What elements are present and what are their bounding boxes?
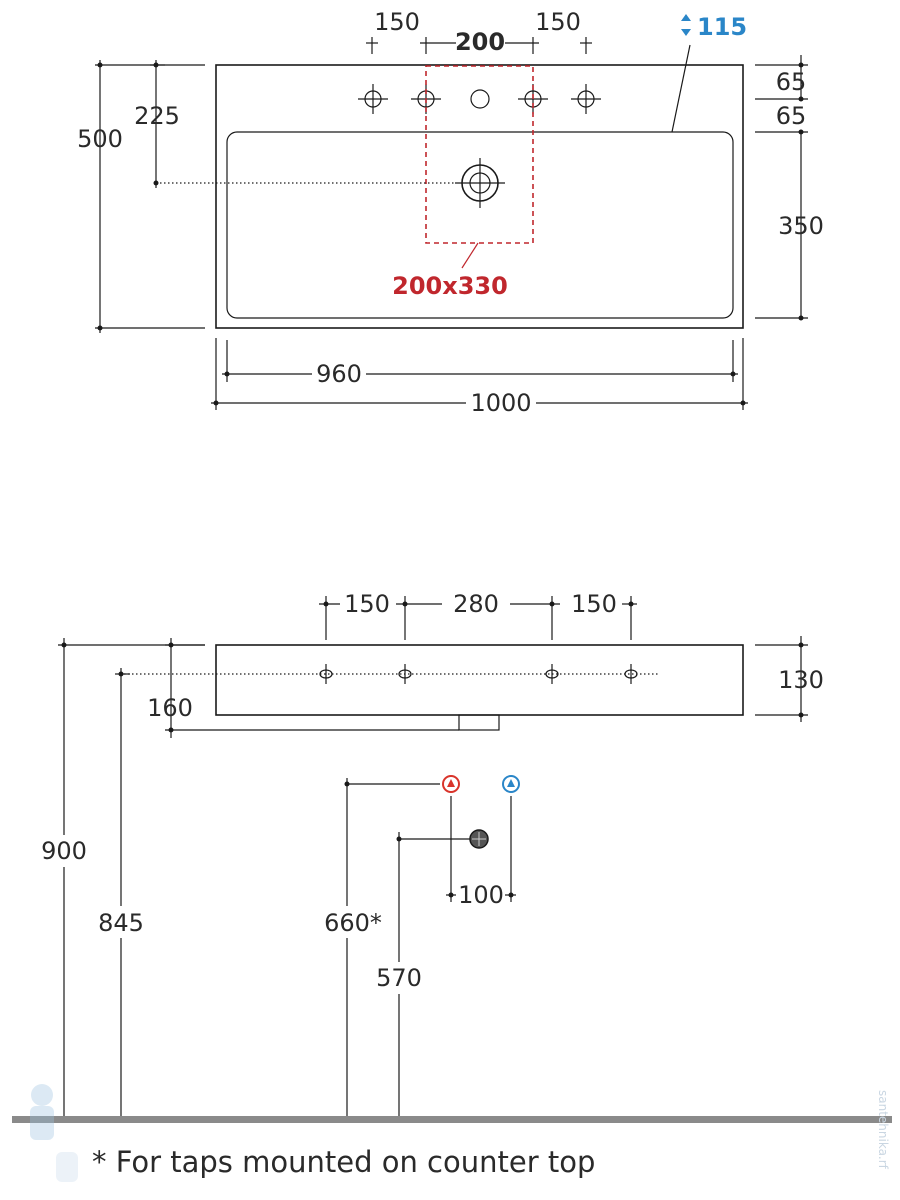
center-tap-hole <box>470 89 490 109</box>
supply-dimension-lines <box>346 778 512 1116</box>
drain <box>455 158 505 208</box>
footnote: * For taps mounted on counter top <box>92 1145 596 1179</box>
edge-offset-1: 65 <box>776 68 807 96</box>
top-spacing-right: 150 <box>535 8 581 36</box>
supply-spacing-label: 100 <box>458 881 504 909</box>
depth-leader <box>671 44 691 133</box>
drain-offset-label: 225 <box>134 102 180 130</box>
waste-height-label: 570 <box>376 964 422 992</box>
cutout-leader <box>461 242 479 269</box>
depth-indicator: 115 <box>697 13 747 41</box>
watermark: santehnika.rf <box>876 1090 890 1169</box>
bottom-dimension-lines <box>211 338 748 410</box>
depth-arrow-icon <box>681 14 691 36</box>
side-spacing-left: 150 <box>344 590 390 618</box>
supply-height-label: 660* <box>324 909 382 937</box>
bowl-depth-label: 350 <box>778 212 824 240</box>
cold-supply-icon <box>502 775 520 793</box>
drain-drop-dimension-lines <box>165 638 459 738</box>
inner-width-label: 960 <box>316 360 362 388</box>
height-dimension-lines <box>58 638 205 1116</box>
side-view: 150 280 150 130 160 900 845 <box>12 590 892 1123</box>
left-dimension-lines <box>95 60 205 333</box>
logo-mascot-icon <box>30 1084 78 1182</box>
top-hole-dimension-lines <box>366 37 592 54</box>
side-spacing-right: 150 <box>571 590 617 618</box>
total-depth-label: 500 <box>77 125 123 153</box>
hot-supply-icon <box>442 775 460 793</box>
bowl-outline <box>226 131 734 319</box>
thickness-label: 130 <box>778 666 824 694</box>
waste-outlet-icon <box>469 829 489 849</box>
top-view: 200x330 150 200 150 115 500 225 <box>77 8 824 417</box>
basin-side-outline <box>215 644 744 716</box>
tap-hole-4 <box>571 84 601 114</box>
drain-stub <box>458 714 500 731</box>
side-hole-marks <box>319 664 638 684</box>
total-width-label: 1000 <box>470 389 531 417</box>
edge-offset-2: 65 <box>776 102 807 130</box>
top-spacing-left: 150 <box>374 8 420 36</box>
rim-height-label: 845 <box>98 909 144 937</box>
top-spacing-center: 200 <box>455 28 505 56</box>
total-height-label: 900 <box>41 837 87 865</box>
tap-hole-1 <box>358 84 388 114</box>
cutout-size-label: 200x330 <box>392 272 508 300</box>
floor-line <box>12 1116 892 1123</box>
basin-outline <box>215 64 744 329</box>
cutout-area <box>425 65 534 244</box>
drain-drop-label: 160 <box>147 694 193 722</box>
side-spacing-center: 280 <box>453 590 499 618</box>
